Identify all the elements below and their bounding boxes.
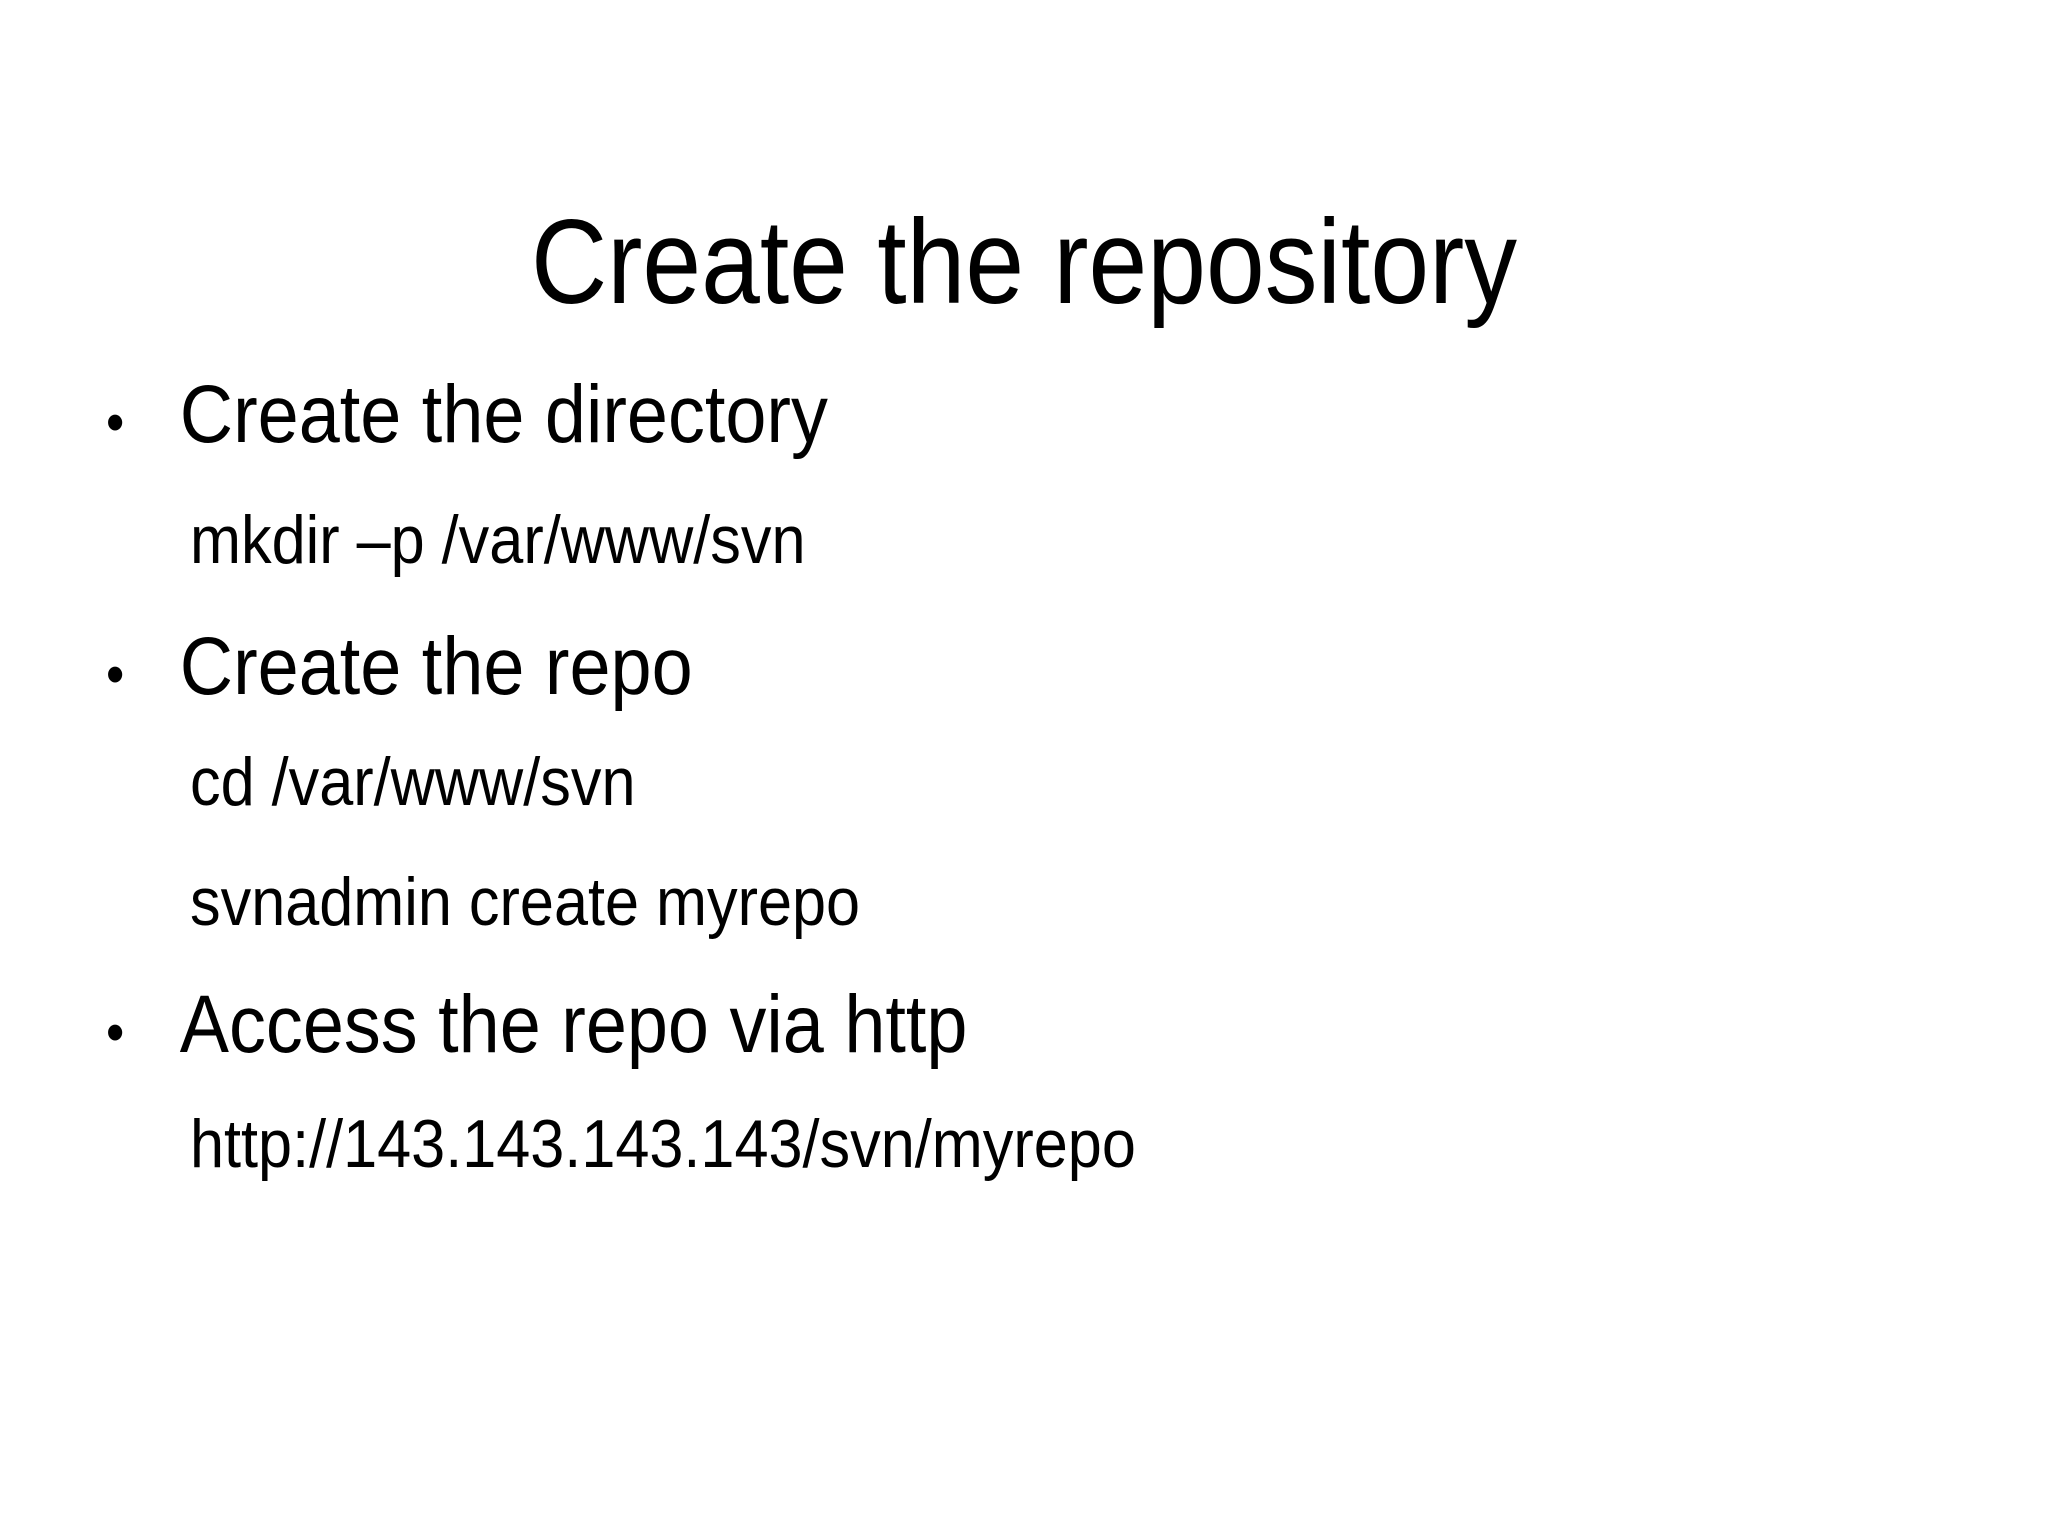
bullet-icon: • — [106, 1000, 125, 1065]
bullet-icon: • — [106, 642, 125, 707]
bullet-icon: • — [106, 390, 125, 455]
bullet-item: •Create the repo — [106, 626, 693, 708]
command-line: svnadmin create myrepo — [190, 864, 861, 940]
bullet-label: Create the repo — [179, 621, 693, 712]
bullet-item: •Access the repo via http — [106, 984, 967, 1066]
bullet-label: Create the directory — [179, 369, 828, 460]
command-line: cd /var/www/svn — [190, 744, 636, 820]
slide-title: Create the repository — [530, 195, 1518, 330]
repo-url: http://143.143.143.143/svn/myrepo — [190, 1106, 1136, 1182]
bullet-label: Access the repo via http — [179, 979, 968, 1070]
command-line: mkdir –p /var/www/svn — [190, 502, 806, 578]
bullet-item: •Create the directory — [106, 374, 828, 456]
